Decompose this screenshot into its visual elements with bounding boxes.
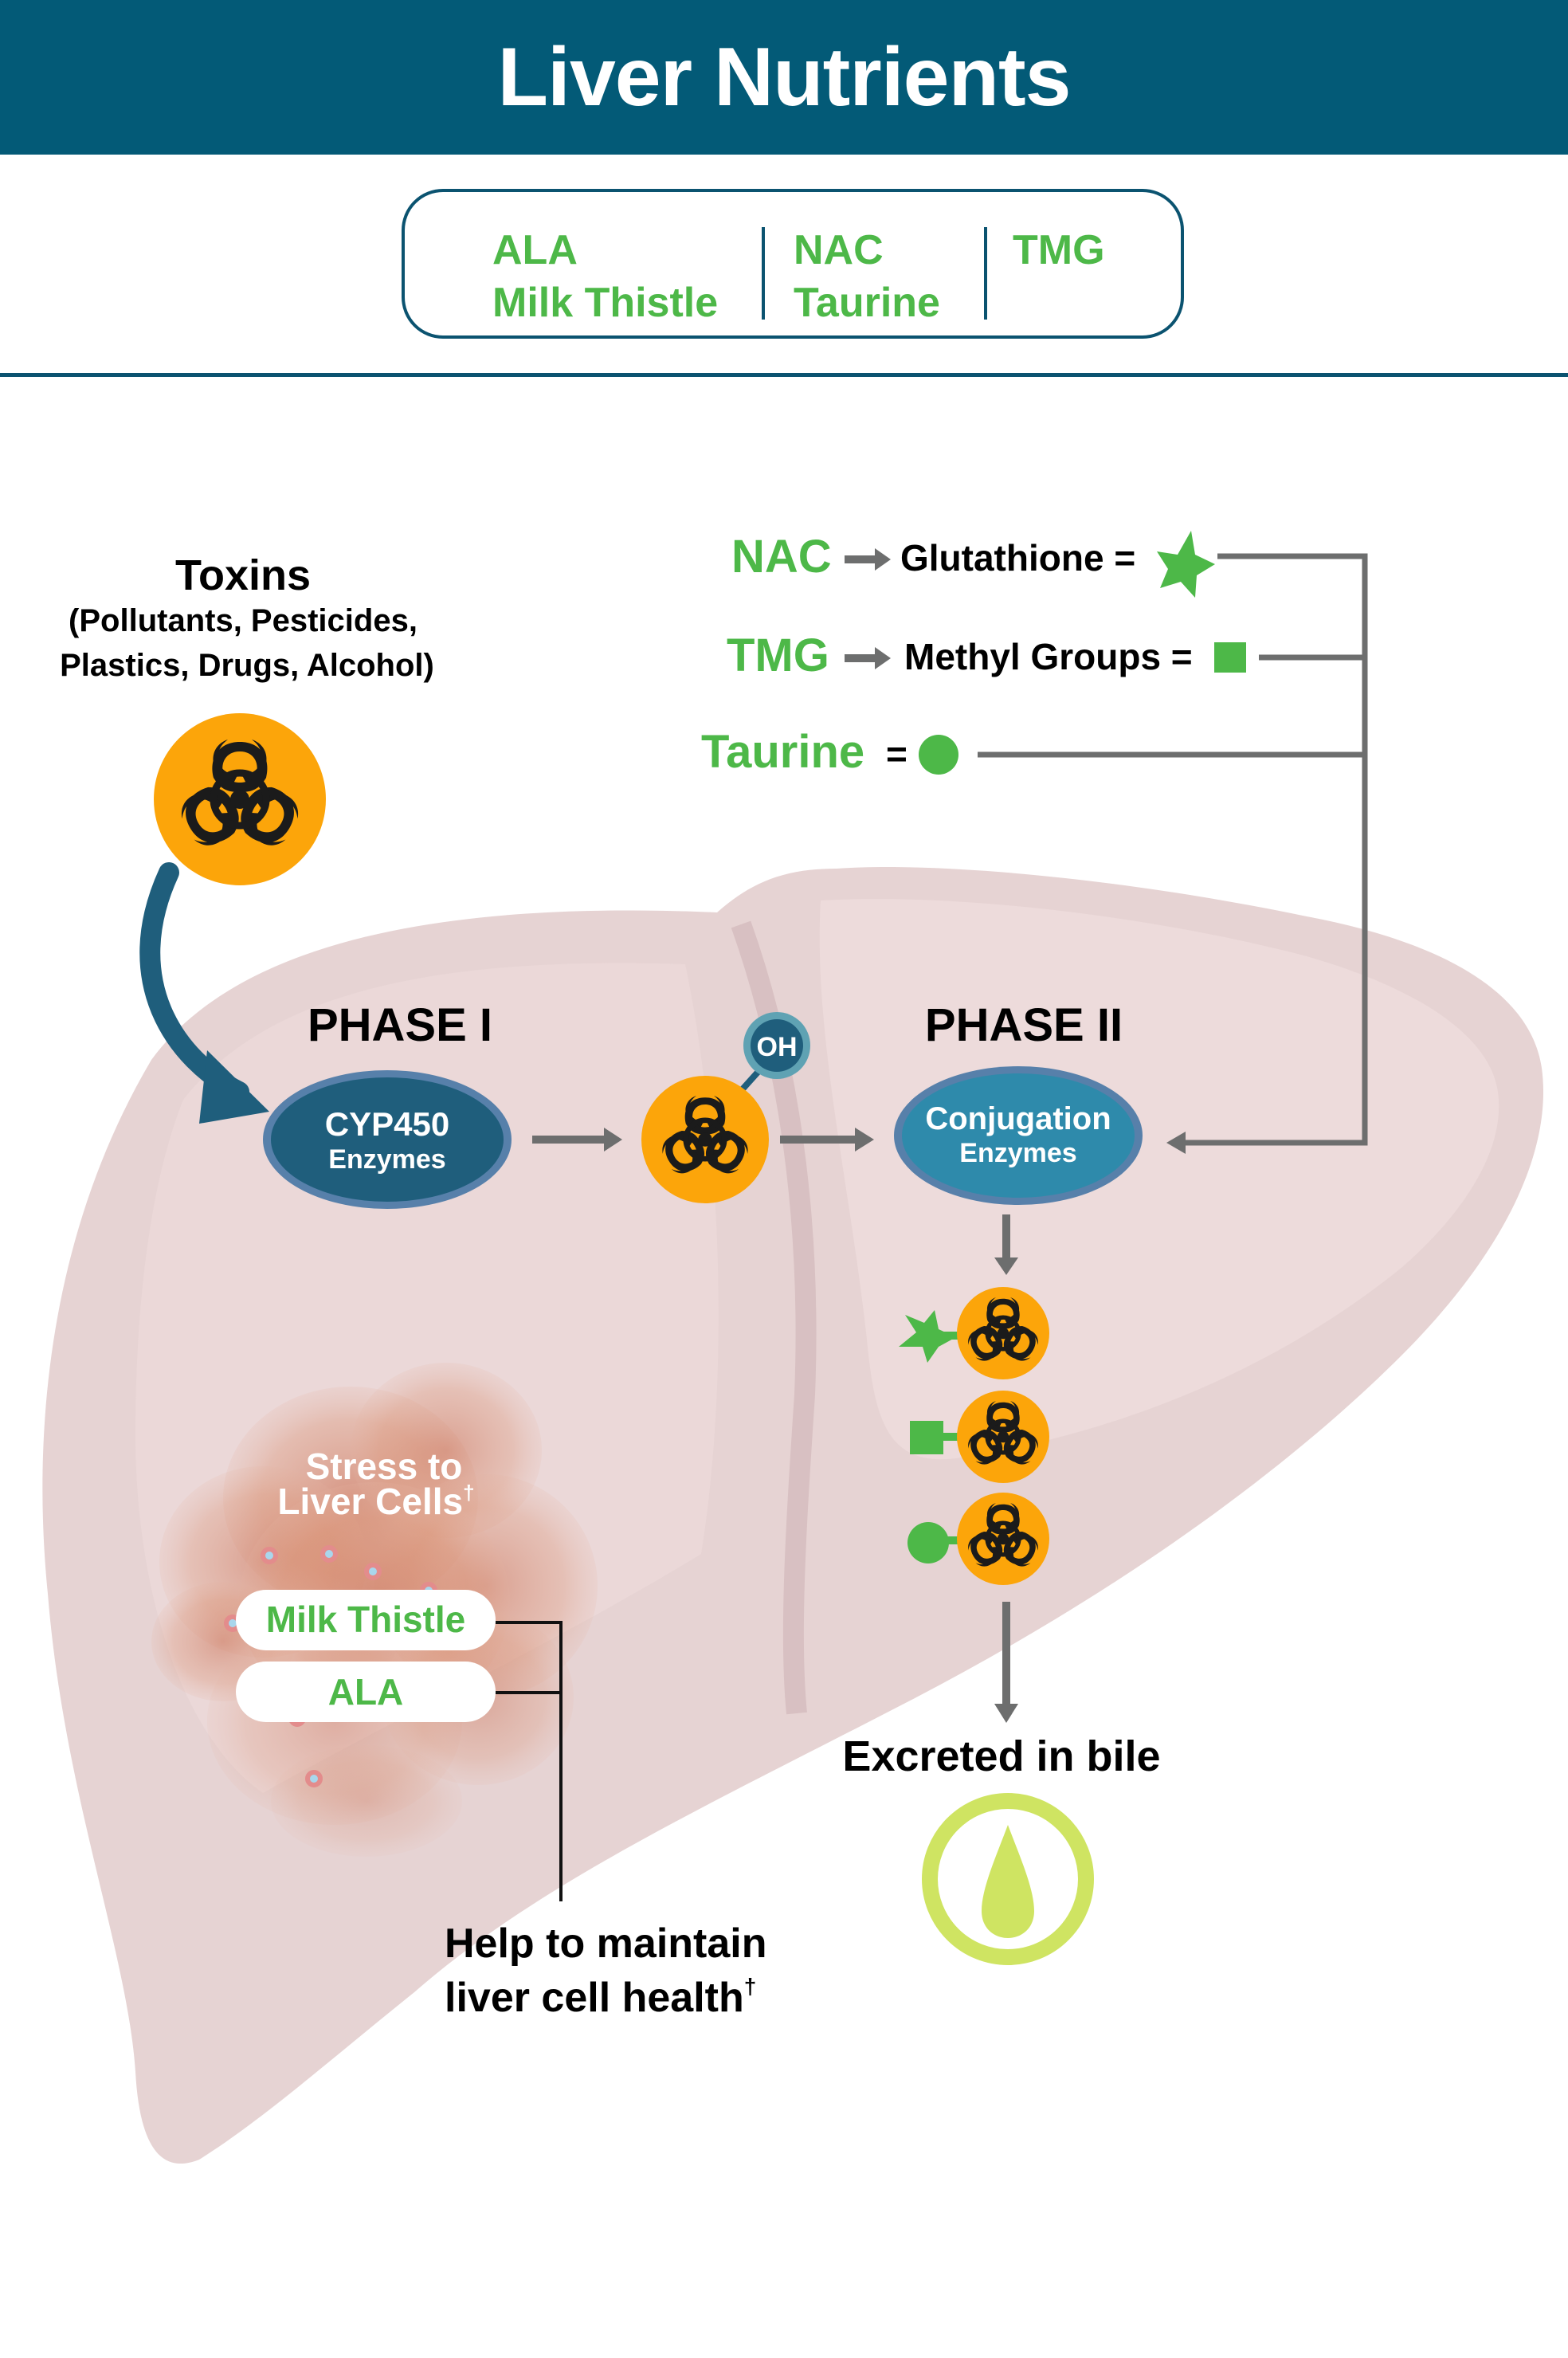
toxins-title: Toxins [175, 551, 311, 599]
page-title: Liver Nutrients [497, 31, 1072, 124]
methyl-square-icon [1214, 642, 1246, 673]
phase1-label: PHASE I [308, 999, 492, 1051]
toxins-subtitle-line2: Plastics, Drugs, Alcohol) [60, 648, 434, 683]
toxin-biohazard-icon [154, 713, 326, 885]
taurine-circle-icon [919, 735, 958, 775]
nutrient-ala: ALA [492, 227, 578, 273]
conjugate-glutathione [899, 1287, 1049, 1379]
legend-nutrient-tmg: TMG [727, 630, 829, 681]
maintain-label-line1: Help to maintain [445, 1921, 766, 1967]
stress-label-line1: Stress to [306, 1446, 463, 1487]
cyp450-label: CYP450 [325, 1105, 449, 1143]
taurine-circle-icon [907, 1522, 949, 1563]
phase2-label: PHASE II [925, 999, 1123, 1051]
nutrient-milk-thistle: Milk Thistle [492, 280, 719, 326]
pill-ala-label: ALA [328, 1671, 404, 1713]
legend-row-taurine: Taurine = [701, 726, 958, 778]
oh-badge: OH [757, 1032, 798, 1062]
cyp450-sublabel: Enzymes [328, 1144, 445, 1175]
bile-drop-icon [922, 1793, 1094, 1965]
glutathione-star-icon [899, 1310, 956, 1363]
nutrient-list-box: ALA Milk Thistle NAC Taurine TMG [402, 189, 1184, 339]
conjugation-enzyme: Conjugation Enzymes [894, 1066, 1143, 1205]
nutrient-taurine: Taurine [794, 280, 940, 326]
nutrient-nac: NAC [794, 227, 884, 273]
nutrient-column-1: ALA Milk Thistle [492, 224, 718, 329]
arrow-right-icon [780, 1128, 874, 1152]
legend-nutrient-nac: NAC [731, 531, 832, 583]
nutrient-tmg: TMG [1013, 227, 1105, 273]
conjugation-sublabel: Enzymes [959, 1138, 1076, 1168]
pill-milk-thistle: Milk Thistle [236, 1590, 496, 1650]
toxin-entry-arrow [139, 862, 269, 1124]
arrow-right-icon [532, 1128, 622, 1152]
legend-product-taurine: = [886, 733, 907, 775]
oxidized-toxin: OH [641, 1012, 810, 1203]
column-separator [762, 227, 765, 320]
maintain-label-line2: liver cell health† [445, 1974, 756, 2021]
arrow-right-icon [845, 647, 891, 669]
legend-bracket-connector [978, 553, 1368, 1146]
conjugate-methyl [910, 1391, 1049, 1483]
column-separator [984, 227, 987, 320]
nutrient-column-2: NAC Taurine [794, 224, 940, 329]
legend-product-glutathione: Glutathione = [900, 537, 1135, 579]
excreted-label: Excreted in bile [842, 1732, 1160, 1780]
arrow-down-icon [994, 1602, 1018, 1723]
arrow-into-phase2 [1166, 1132, 1186, 1154]
methyl-square-icon [910, 1421, 943, 1454]
stress-label-line2: Liver Cells† [277, 1481, 474, 1522]
arrow-down-icon [994, 1214, 1018, 1275]
pill-ala: ALA [236, 1662, 496, 1722]
glutathione-star-icon [1157, 531, 1215, 598]
arrow-right-icon [845, 548, 891, 571]
maintain-connector [496, 1621, 563, 1901]
legend-row-nac: NAC Glutathione = [731, 531, 1215, 598]
pill-milk-thistle-label: Milk Thistle [266, 1599, 465, 1640]
cyp450-enzyme: CYP450 Enzymes [263, 1070, 512, 1209]
section-divider [0, 373, 1568, 377]
legend-nutrient-taurine: Taurine [701, 726, 864, 778]
conjugate-taurine [907, 1493, 1049, 1585]
header-banner: Liver Nutrients [0, 0, 1568, 155]
toxins-subtitle-line1: (Pollutants, Pesticides, [69, 603, 417, 638]
conjugation-label: Conjugation [925, 1101, 1111, 1136]
legend-product-methyl-groups: Methyl Groups = [904, 636, 1193, 677]
legend-row-tmg: TMG Methyl Groups = [727, 630, 1246, 681]
nutrient-column-3: TMG [1013, 224, 1105, 277]
